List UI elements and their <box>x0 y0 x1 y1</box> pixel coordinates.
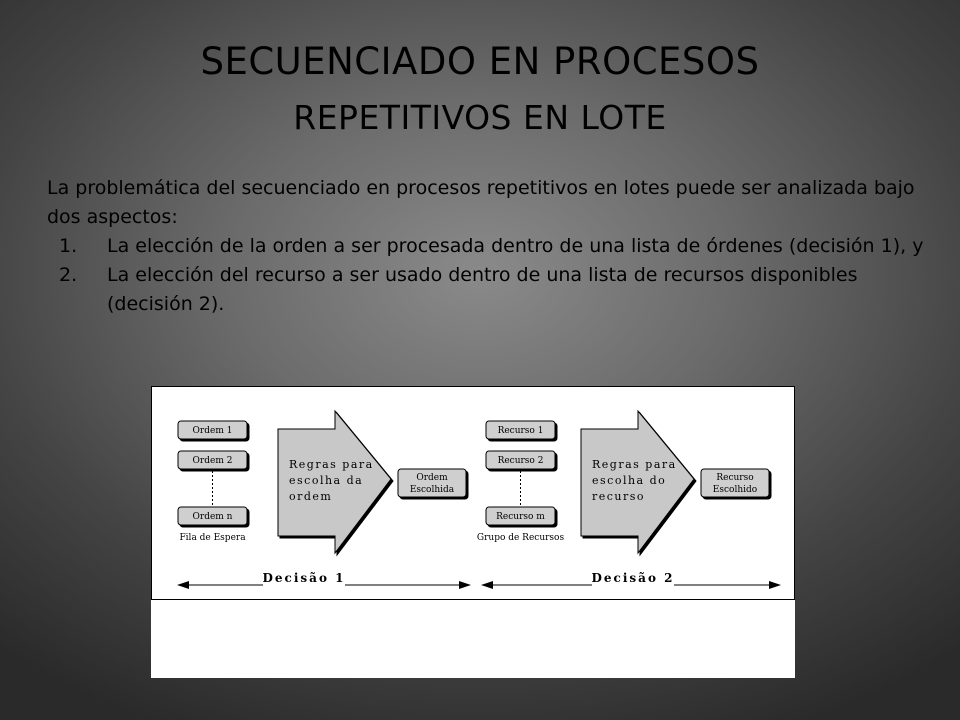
order-box <box>177 420 248 440</box>
arrowhead-right <box>459 581 471 589</box>
rules-text: escolha do <box>592 474 666 487</box>
diagram-frame <box>151 386 795 600</box>
list-item: 1. La elección de la orden a ser procesa… <box>47 232 927 261</box>
resource-group: Recurso 1 Recurso 2 Recurso m Grupo de R… <box>477 420 565 543</box>
rules-text: Regras para <box>592 458 677 471</box>
sequencing-diagram: Ordem 1 Ordem 2 Ordem n Fila de Espera R… <box>151 386 795 678</box>
list-number: 2. <box>59 264 78 286</box>
decision-1-label-bg <box>263 572 345 586</box>
chosen-order-label: Ordem <box>416 473 448 483</box>
order-box-label: Ordem 2 <box>193 456 233 466</box>
list-text: La elección del recurso a ser usado dent… <box>107 264 858 315</box>
chosen-resource-label: Escolhido <box>713 485 757 495</box>
list-text: La elección de la orden a ser procesada … <box>107 235 924 257</box>
resource-box <box>485 450 556 470</box>
resource-box-label: Recurso 2 <box>498 456 544 466</box>
resource-box-label: Recurso 1 <box>498 426 544 436</box>
order-box-label: Ordem 1 <box>193 426 233 436</box>
decision-2-label: Decisão 2 <box>592 571 675 585</box>
list-number: 1. <box>59 235 78 257</box>
resource-box <box>485 420 556 440</box>
rules-arrow-shape <box>580 409 695 555</box>
resource-rules-arrow: Regras para escolha do recurso <box>580 409 695 555</box>
order-queue: Ordem 1 Ordem 2 Ordem n Fila de Espera <box>177 420 248 543</box>
decision-1-span: Decisão 1 <box>177 571 471 589</box>
arrowhead-left <box>177 581 189 589</box>
arrowhead-left <box>481 581 493 589</box>
aspect-list: 1. La elección de la orden a ser procesa… <box>47 232 927 319</box>
diagram-canvas: Ordem 1 Ordem 2 Ordem n Fila de Espera R… <box>151 386 795 600</box>
rules-text: escolha da <box>289 474 363 487</box>
order-box <box>177 450 248 470</box>
slide-title-line1: SECUENCIADO EN PROCESOS <box>200 40 760 83</box>
resource-box <box>485 506 556 526</box>
rules-arrow-shape <box>277 409 392 555</box>
arrowhead-right <box>769 581 781 589</box>
chosen-order-box <box>397 468 467 498</box>
list-item: 2. La elección del recurso a ser usado d… <box>47 261 927 319</box>
chosen-order: Ordem Escolhida <box>397 468 467 498</box>
rules-text: recurso <box>592 490 645 503</box>
slide-title-line2: REPETITIVOS EN LOTE <box>293 98 667 137</box>
order-rules-arrow: Regras para escolha da ordem <box>277 409 392 555</box>
queue-label: Fila de Espera <box>179 533 246 543</box>
rules-text: ordem <box>289 490 332 503</box>
chosen-resource-box <box>700 468 770 498</box>
group-label: Grupo de Recursos <box>477 533 565 543</box>
decision-2-label-bg <box>592 572 674 586</box>
slide-body: La problemática del secuenciado en proce… <box>47 174 927 319</box>
chosen-order-label: Escolhida <box>410 485 455 495</box>
chosen-resource: Recurso Escolhido <box>700 468 770 498</box>
rules-text: Regras para <box>289 458 374 471</box>
order-box-label: Ordem n <box>193 512 233 522</box>
decision-2-span: Decisão 2 <box>481 571 781 589</box>
decision-1-label: Decisão 1 <box>263 571 346 585</box>
order-box <box>177 506 248 526</box>
intro-paragraph: La problemática del secuenciado en proce… <box>47 177 915 228</box>
chosen-resource-label: Recurso <box>716 473 753 483</box>
resource-box-label: Recurso m <box>496 512 545 522</box>
